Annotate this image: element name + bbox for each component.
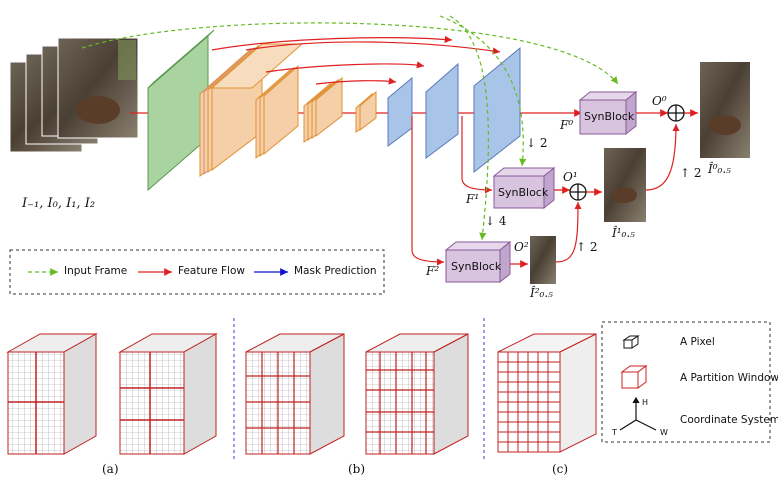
synblock-2: [444, 240, 512, 284]
caption-a: (a): [102, 462, 119, 476]
downsample-2-label: ↓ 2: [526, 136, 548, 150]
synblock-2-label: SynBlock: [451, 260, 502, 273]
legend-feature-flow: Feature Flow: [178, 265, 245, 277]
o2-label: O²: [514, 240, 529, 254]
decoder-blue-block-2: [425, 62, 459, 159]
legend-coordinate-system: Coordinate System: [680, 414, 778, 426]
f2-label: F²: [426, 264, 440, 278]
axis-h-label: H: [642, 398, 649, 407]
legend-input-frame: Input Frame: [64, 265, 128, 277]
coordinate-axes: [619, 396, 657, 431]
legend-partition-window: A Partition Window: [680, 372, 778, 384]
f1-label: F¹: [466, 192, 480, 206]
legend-mask-prediction: Mask Prediction: [294, 265, 377, 277]
encoder-orange-block-1: [199, 42, 304, 178]
flow-to-synblock1: [461, 116, 493, 194]
encoder-orange-block-2: [255, 64, 299, 160]
output-1-label: Î¹₀.₅: [612, 226, 635, 240]
window-group-b1: [245, 333, 345, 455]
input-frames: [9, 37, 139, 153]
downsample-4-label: ↓ 4: [485, 214, 507, 228]
axis-t-label: T: [612, 428, 617, 437]
output-frame-0: [700, 62, 750, 158]
o0-label: O⁰: [652, 94, 667, 108]
output-2-label: Î²₀.₅: [530, 286, 553, 300]
input-frame-lines: [81, 15, 619, 241]
window-group-c: [497, 333, 597, 453]
f0-label: F⁰: [560, 118, 574, 132]
window-group-a1: [6, 333, 98, 455]
axis-w-label: W: [660, 428, 668, 437]
synblock-1-label: SynBlock: [498, 186, 549, 199]
o1-label: O¹: [563, 170, 578, 184]
upsample-2a-label: ↑ 2: [680, 166, 702, 180]
synblock-0-label: SynBlock: [584, 110, 635, 123]
caption-c: (c): [552, 462, 569, 476]
decoder-blue-block-1: [387, 76, 413, 147]
synblock-0: [578, 90, 638, 136]
encoder-orange-block-4: [355, 90, 377, 133]
synblock-1: [492, 166, 556, 210]
pixel-cube-icon: [622, 335, 640, 349]
skip-connections: [211, 35, 501, 85]
inputs-label: I₋₁, I₀, I₁, I₂: [22, 196, 96, 211]
output-frame-2: [530, 236, 556, 284]
output-frame-1: [604, 148, 646, 222]
flow-to-synblock2: [411, 116, 445, 266]
legend-box: [9, 249, 385, 295]
decoder-blue-block-3: [473, 46, 521, 174]
legend-a-pixel: A Pixel: [680, 336, 715, 348]
encoder-orange-block-3: [303, 76, 343, 144]
legend-box-2: [601, 321, 771, 443]
encoder-green-block: [147, 29, 215, 192]
window-group-a2: [118, 333, 218, 455]
upsample-2b-label: ↑ 2: [576, 240, 598, 254]
window-group-b2: [365, 333, 469, 455]
partition-cube-icon: [620, 365, 648, 389]
caption-b: (b): [348, 462, 366, 476]
output-0-label: Î⁰₀.₅: [708, 162, 731, 176]
